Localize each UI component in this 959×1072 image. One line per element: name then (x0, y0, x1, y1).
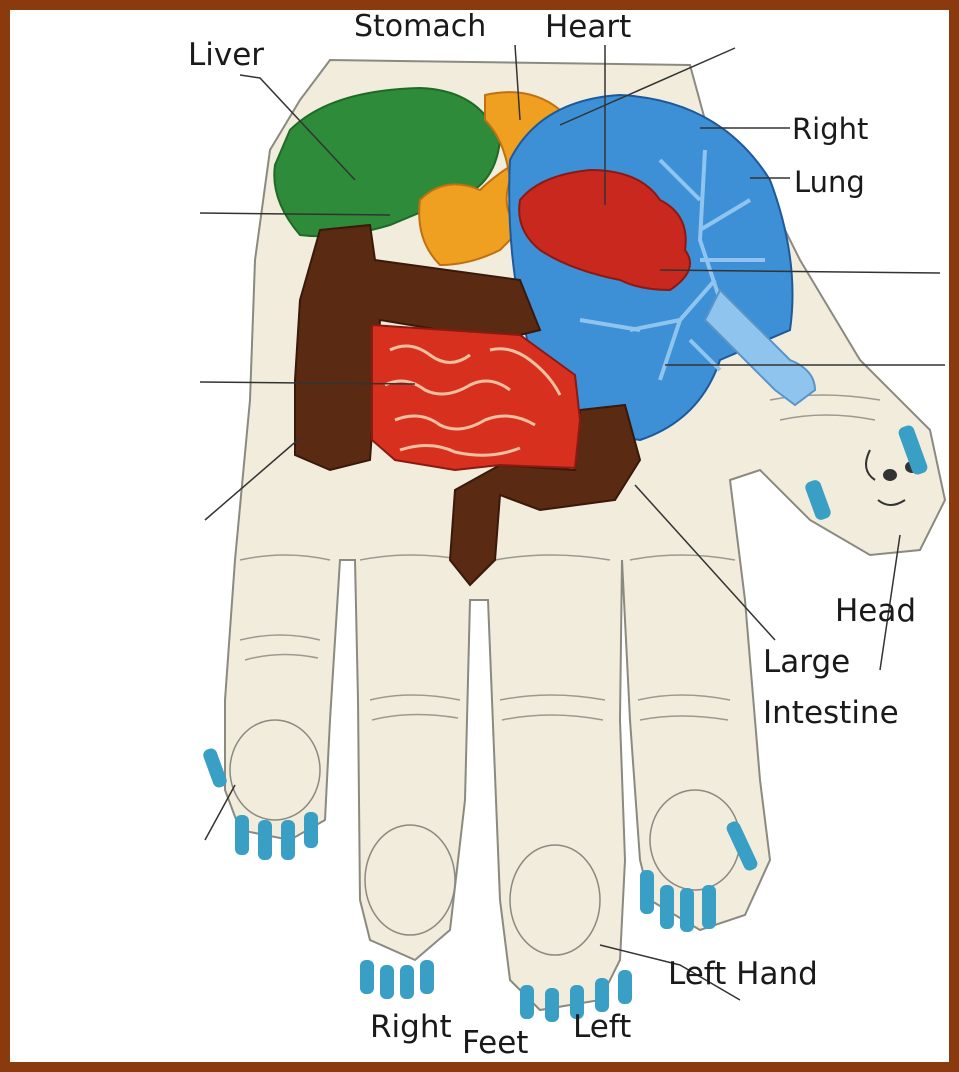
label-feet: Feet (462, 1028, 528, 1059)
label-liver: Liver (188, 40, 264, 71)
label-heart: Heart (545, 12, 631, 43)
label-stomach: Stomach (354, 12, 486, 42)
label-left-hand: Left Hand (668, 959, 818, 990)
label-large-intestine-1: Large (763, 647, 850, 678)
label-right-lung-1: Right (792, 115, 868, 144)
label-right: Right (370, 1012, 452, 1043)
label-right-lung-2: Lung (794, 168, 865, 197)
label-left: Left (573, 1012, 631, 1043)
label-head: Head (835, 596, 916, 627)
label-large-intestine-2: Intestine (763, 698, 899, 729)
